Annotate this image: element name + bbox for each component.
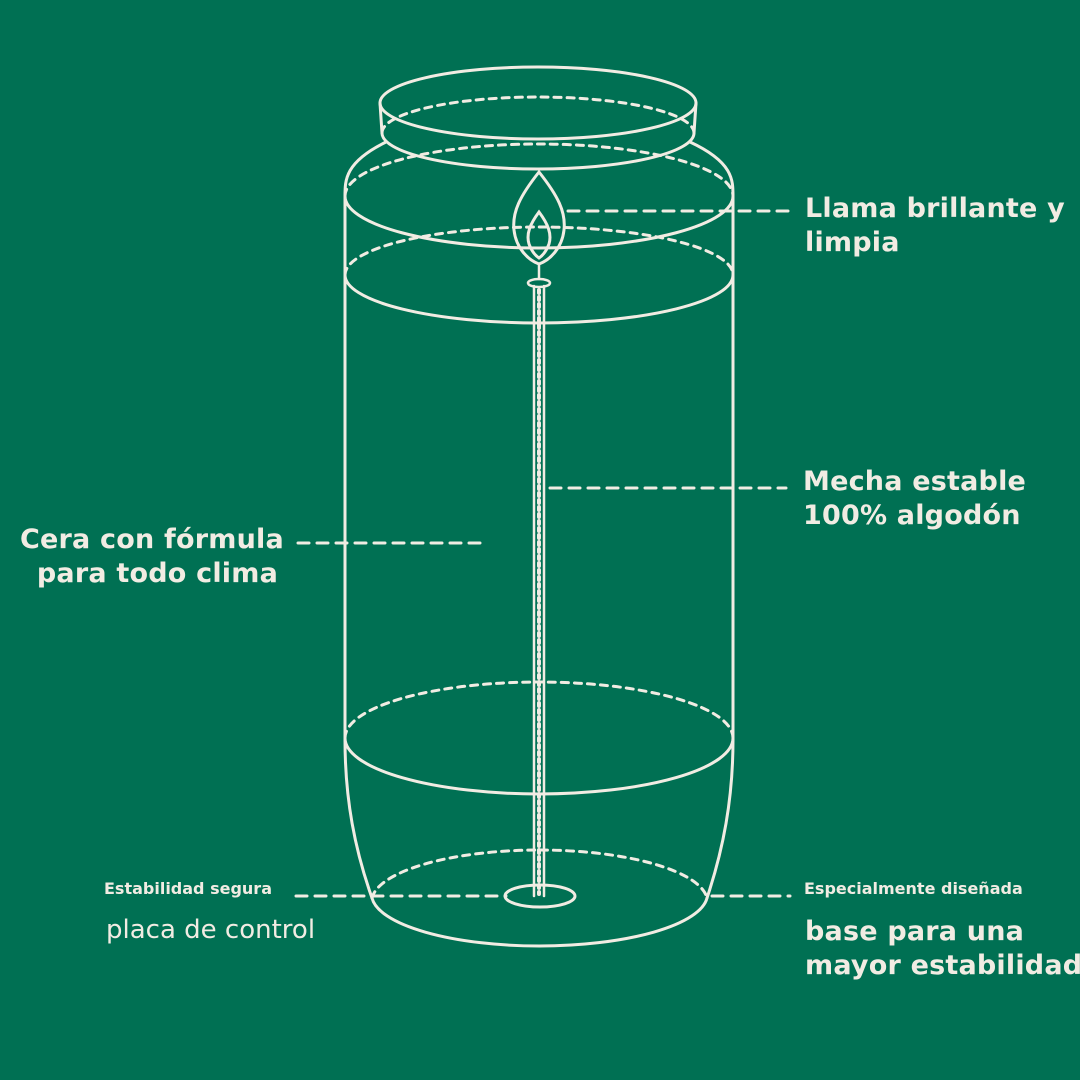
base-label-small: Especialmente diseñada [804, 879, 1023, 898]
base-right-taper [705, 738, 735, 900]
jar-shoulder [343, 140, 388, 198]
plate-label-main: placa de control [106, 915, 316, 945]
wax-top-back [343, 225, 735, 277]
flame-outer [512, 169, 566, 266]
plate-label-small: Estabilidad segura [104, 879, 272, 898]
shoulder-arc-back [343, 142, 735, 198]
flame-label-line1: Llama brillante y [805, 193, 1065, 224]
wax-label: Cera con fórmula para todo clima [20, 523, 284, 591]
lid-top-rim [378, 65, 698, 141]
base-label-line2: mayor estabilidad [805, 950, 1080, 981]
wick-label: Mecha estable 100% algodón [803, 465, 1026, 533]
flame-label-line2: limpia [805, 227, 900, 258]
wick-label-line2: 100% algodón [803, 500, 1021, 531]
wick-label-line1: Mecha estable [803, 466, 1027, 497]
shoulder-arc-front [343, 194, 735, 250]
flame-inner [526, 209, 552, 260]
flame-label: Llama brillante y limpia [805, 192, 1065, 260]
lid-bottom-front [380, 131, 696, 171]
wax-label-line2: para todo clima [36, 558, 278, 589]
lid-left-side [378, 101, 384, 135]
base-label: base para una mayor estabilidad [805, 915, 1080, 983]
wax-label-line1: Cera con fórmula [20, 524, 284, 555]
base-left-taper [343, 738, 374, 900]
base-label-line1: base para una [805, 916, 1025, 947]
lid-bottom-back [380, 95, 696, 135]
lid-right-side [692, 101, 698, 135]
base-bottom-front [370, 896, 709, 948]
jar-shoulder-right [688, 140, 735, 198]
